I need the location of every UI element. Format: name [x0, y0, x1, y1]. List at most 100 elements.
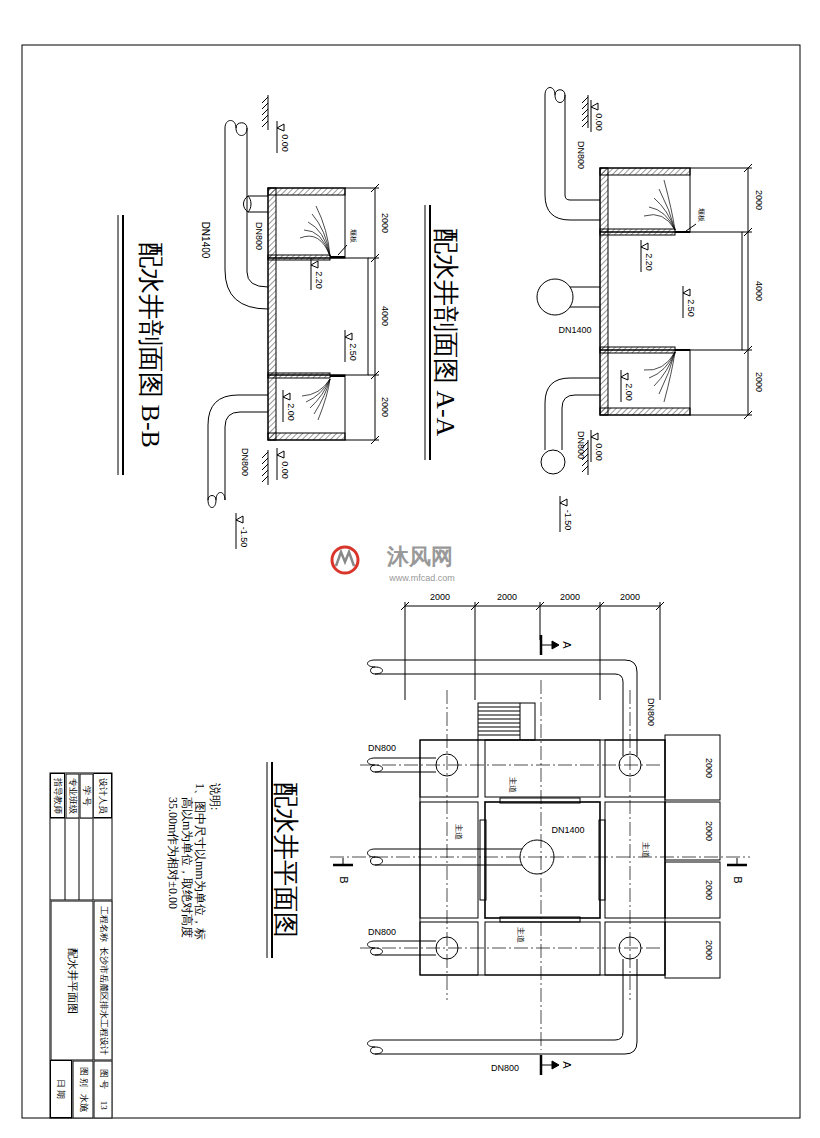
section-bb	[268, 433, 345, 440]
title-underline	[425, 205, 426, 460]
title-block-cell: 日 期	[50, 1060, 72, 1118]
plan-view	[478, 703, 535, 740]
plan-view	[605, 802, 665, 918]
title-underline	[118, 215, 119, 475]
title-block-text: 配水井平面图	[66, 947, 77, 1013]
section-bb	[330, 256, 345, 258]
section-aa	[690, 168, 752, 415]
view-title: 配水井平面图	[272, 782, 298, 938]
section-aa	[545, 378, 600, 450]
elevation: 2.20	[644, 253, 653, 271]
sheet-frame	[22, 45, 800, 1118]
channel-label: 主道	[508, 777, 516, 793]
dimension: 2000	[704, 758, 713, 778]
overflow-fan	[306, 379, 330, 402]
title-block-text: 日 期	[57, 1079, 66, 1099]
overflow-fan	[649, 352, 675, 378]
plan-view	[368, 660, 383, 674]
section-aa	[582, 95, 588, 128]
dimension: 2000	[430, 593, 450, 602]
title-block-text: 设计人员	[98, 778, 107, 814]
plan-view	[665, 862, 720, 918]
note-line: 高以m为单位，取绝对高度	[181, 797, 193, 938]
channel-label: 主道	[454, 824, 462, 840]
view-title: 配水井剖面图 A-A	[432, 228, 458, 437]
section-mark-letter: B	[732, 876, 743, 883]
plan-view	[665, 922, 720, 978]
plan-view	[330, 602, 750, 1054]
dimension: 4000	[754, 281, 763, 301]
plan-view	[485, 802, 600, 918]
title-block-cell: 学 号	[79, 773, 93, 818]
dimension: 2000	[704, 880, 713, 900]
plan-view	[599, 820, 605, 900]
elevation-symbol	[236, 100, 690, 549]
pipe-size: DN800	[254, 222, 263, 250]
watermark-logo	[336, 552, 354, 566]
title-block-text: 专业班级	[68, 778, 77, 814]
section-bb	[268, 375, 345, 440]
section-aa	[686, 224, 696, 231]
section-mark	[333, 635, 747, 1075]
pipe-size: DN1400	[551, 826, 584, 835]
watermark-logo	[332, 547, 358, 573]
section-aa	[537, 279, 573, 315]
title-block-cell: 图 号13	[93, 1060, 112, 1118]
section-aa	[600, 232, 742, 350]
pipe-size: DN800	[491, 1064, 519, 1073]
dimension: 2000	[620, 593, 640, 602]
pipe-size: DN1400	[200, 222, 210, 259]
title-block-text: 学 号	[82, 785, 91, 805]
section-bb	[330, 375, 345, 377]
section-bb	[268, 258, 368, 375]
plan-view	[605, 740, 665, 797]
plan-view	[420, 802, 478, 918]
overflow-fan	[304, 230, 330, 256]
section-aa	[600, 350, 690, 415]
title-block-text: 工程名称	[98, 906, 107, 942]
dimension: 2000	[560, 593, 580, 602]
plan-view	[420, 740, 478, 797]
plan-view	[665, 802, 720, 860]
plan-view	[665, 735, 720, 800]
pipe-size: DN1400	[558, 326, 591, 335]
section-aa	[537, 88, 752, 476]
title-block-cell: 图 别水施	[72, 1060, 93, 1118]
elevation: 0.00	[280, 461, 289, 479]
section-bb	[262, 450, 268, 485]
overflow-fan	[644, 352, 675, 370]
note-line: 1、图中尺寸以mm为单位，标	[194, 783, 206, 940]
section-mark-letter: B	[338, 876, 349, 883]
plan-view	[478, 703, 520, 740]
elevation: 2.50	[348, 343, 357, 361]
note-heading: 说明:	[209, 783, 221, 810]
section-aa	[600, 408, 690, 415]
elevation: 2.50	[686, 299, 695, 317]
pipe-size: DN800	[576, 431, 585, 459]
engineering-drawing	[22, 45, 800, 1118]
plan-view	[401, 602, 664, 610]
title-underline	[122, 215, 124, 475]
elevation: -1.50	[239, 527, 248, 548]
pipe-size: DN800	[368, 744, 396, 753]
pipe-size: DN800	[576, 141, 585, 169]
section-bb	[262, 95, 268, 130]
title-block	[50, 773, 112, 1118]
section-aa	[675, 349, 690, 351]
elevation: 2.00	[286, 403, 295, 421]
plan-view	[375, 959, 623, 1040]
overflow-fan	[300, 236, 330, 256]
dimension: 2000	[380, 397, 389, 417]
plan-view	[330, 680, 750, 1050]
plan-view	[605, 922, 665, 975]
section-bb	[268, 188, 345, 258]
plan-view	[480, 820, 486, 900]
section-aa	[545, 95, 600, 220]
channel-label: 主道	[641, 842, 649, 858]
section-bb	[371, 184, 379, 444]
plan-view	[485, 922, 600, 975]
section-mark-letter: A	[561, 1061, 572, 1068]
section-bb	[208, 395, 268, 500]
plan-view	[368, 1040, 383, 1054]
plan-view	[420, 740, 665, 975]
